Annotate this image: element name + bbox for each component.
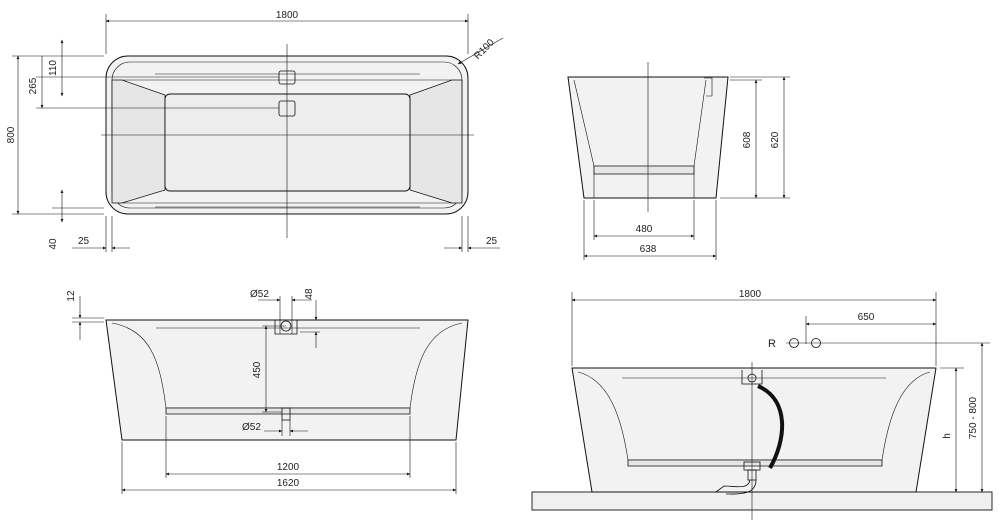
dim-drain-distance: 450 [252, 361, 263, 378]
dim-overflow-height: 48 [304, 288, 315, 300]
top-view: 1800 R100 800 265 110 40 25 25 [6, 10, 504, 252]
right-slope [409, 79, 463, 204]
install-floor [627, 459, 883, 467]
floor-plinth [531, 491, 993, 511]
dim-overflow-diameter: Ø52 [250, 289, 269, 300]
basin-floor-top [164, 93, 411, 192]
dim-drain-diameter: Ø52 [242, 422, 261, 433]
dim-inner-length: 1200 [277, 462, 300, 473]
dim-left-gap: 25 [78, 236, 90, 247]
dim-outer-length: 1620 [277, 478, 300, 489]
dim-bottom-gap: 40 [48, 238, 59, 250]
dim-overflow-offset: 110 [48, 60, 59, 76]
side-floor [593, 165, 695, 175]
front-floor [165, 407, 411, 415]
drain-fitting [281, 407, 291, 421]
dim-drain-offset: 265 [28, 77, 39, 94]
dim-outer-bottom: 638 [640, 244, 657, 255]
dim-top-width: 800 [6, 126, 17, 143]
dim-install-length: 1800 [739, 289, 762, 300]
dim-radius: R100 [472, 37, 497, 62]
dim-tap-offset: 650 [858, 312, 875, 323]
side-view: 480 638 608 620 [567, 62, 790, 260]
dim-rim-thickness: 12 [66, 290, 77, 302]
tap-label: R [768, 338, 776, 350]
waste-hose [757, 384, 785, 469]
dim-top-length: 1800 [276, 10, 299, 21]
dim-height-label: h [942, 433, 953, 439]
tub-outline-install [571, 367, 937, 493]
dim-inner-bottom: 480 [636, 224, 653, 235]
dim-floor-height: 750 - 800 [968, 396, 979, 439]
dim-right-gap: 25 [486, 236, 498, 247]
overflow-fitting [274, 320, 298, 335]
left-slope [111, 79, 166, 204]
front-view: 12 Ø52 48 450 Ø52 1200 1620 [66, 288, 469, 494]
trap-elbow [715, 479, 757, 495]
tub-outline-front [105, 319, 469, 441]
dim-outer-height: 620 [770, 131, 781, 148]
install-view: 1800 650 R h 750 - 800 [531, 289, 993, 520]
dim-inner-height: 608 [742, 131, 753, 148]
